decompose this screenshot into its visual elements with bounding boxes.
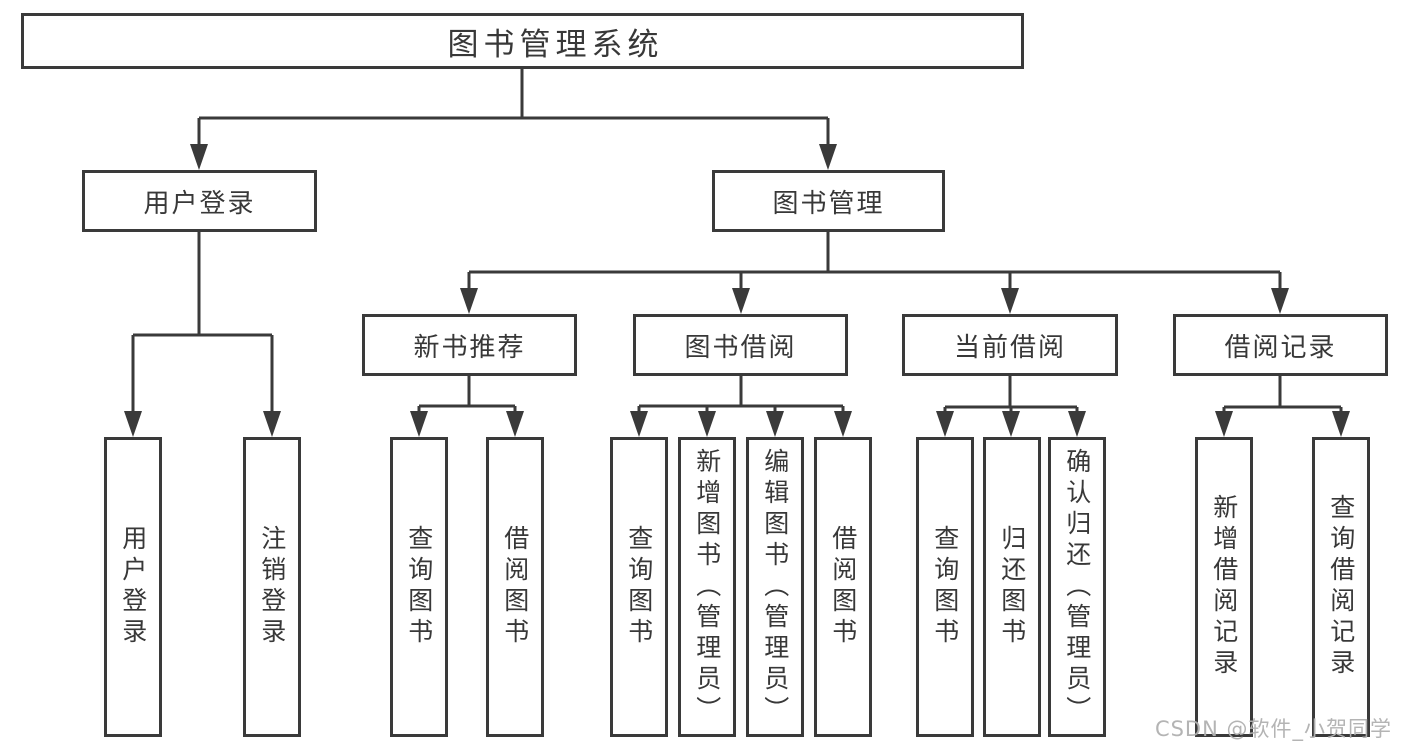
- leaf-query-books-borrow: 查询图书: [610, 437, 668, 737]
- leaf-logout: 注销登录: [243, 437, 301, 737]
- node-label: 归还图书: [997, 525, 1027, 649]
- leaf-return-books: 归还图书: [983, 437, 1041, 737]
- node-label: 用户登录: [118, 525, 148, 649]
- node-label: 图书管理系统: [447, 26, 664, 63]
- node-library-management-system: 图书管理系统: [21, 13, 1024, 69]
- node-borrowing-records: 借阅记录: [1173, 314, 1388, 376]
- node-label: 查询图书: [404, 525, 434, 649]
- node-label: 当前借阅: [953, 332, 1066, 363]
- node-label: 新增图书（管理员）: [692, 447, 722, 727]
- node-label: 用户登录: [143, 188, 256, 219]
- node-label: 新增借阅记录: [1209, 494, 1239, 680]
- leaf-confirm-return-admin: 确认归还（管理员）: [1048, 437, 1106, 737]
- node-label: 图书管理: [772, 188, 885, 219]
- node-label: 注销登录: [257, 525, 287, 649]
- node-label: 查询图书: [930, 525, 960, 649]
- node-book-borrowing: 图书借阅: [633, 314, 848, 376]
- leaf-borrow-books-recommend: 借阅图书: [486, 437, 544, 737]
- leaf-add-book-admin: 新增图书（管理员）: [678, 437, 736, 737]
- node-label: 借阅图书: [500, 525, 530, 649]
- node-label: 借阅图书: [828, 525, 858, 649]
- watermark: CSDN @软件_小贺同学: [1154, 717, 1392, 741]
- node-current-borrowing: 当前借阅: [902, 314, 1118, 376]
- node-book-management: 图书管理: [712, 170, 945, 232]
- leaf-user-login: 用户登录: [104, 437, 162, 737]
- node-label: 查询借阅记录: [1326, 494, 1356, 680]
- leaf-query-borrow-record: 查询借阅记录: [1312, 437, 1370, 737]
- leaf-add-borrow-record: 新增借阅记录: [1195, 437, 1253, 737]
- node-new-book-recommendation: 新书推荐: [362, 314, 577, 376]
- node-label: 图书借阅: [684, 332, 797, 363]
- node-user-login: 用户登录: [82, 170, 317, 232]
- leaf-borrow-books: 借阅图书: [814, 437, 872, 737]
- leaf-query-books-recommend: 查询图书: [390, 437, 448, 737]
- node-label: 借阅记录: [1224, 332, 1337, 363]
- leaf-query-books-current: 查询图书: [916, 437, 974, 737]
- node-label: 新书推荐: [413, 332, 526, 363]
- node-label: 编辑图书（管理员）: [760, 447, 790, 727]
- node-label: 查询图书: [624, 525, 654, 649]
- node-label: 确认归还（管理员）: [1062, 447, 1092, 727]
- leaf-edit-book-admin: 编辑图书（管理员）: [746, 437, 804, 737]
